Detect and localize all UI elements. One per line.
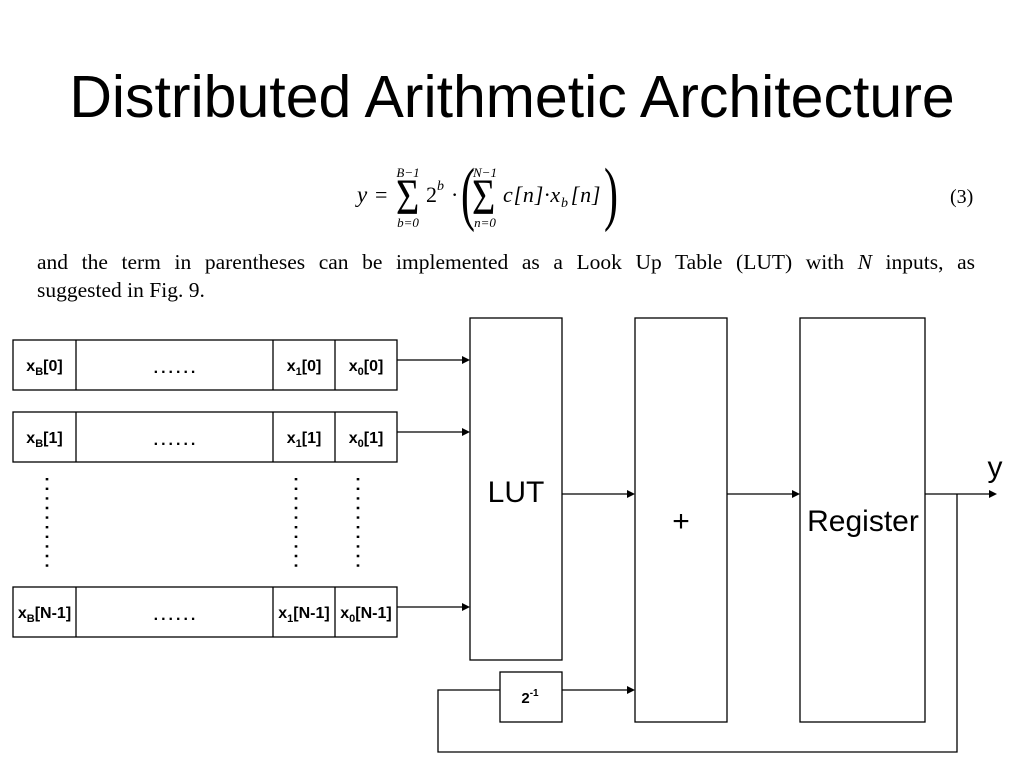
shift-base: 2 bbox=[521, 690, 529, 707]
msb-bit-label: xB[N-1] bbox=[18, 605, 71, 625]
input-register-row: xB[N-1] ...... x1[N-1] x0[N-1] bbox=[12, 586, 470, 638]
paragraph-line-2: suggested in Fig. 9. bbox=[37, 278, 205, 302]
register-box bbox=[799, 317, 926, 723]
register-label: Register bbox=[807, 505, 919, 538]
body-paragraph: and the term in parentheses can be imple… bbox=[37, 248, 975, 304]
outer-sum-upper-limit: B−1 bbox=[396, 165, 419, 180]
input-register-row: xB[1] ...... x1[1] x0[1] bbox=[12, 411, 470, 463]
summand-index: [n] bbox=[571, 182, 602, 207]
bit-index: [N-1] bbox=[355, 605, 391, 622]
bit-subscript: 1 bbox=[296, 366, 302, 378]
bit1-label: x1[1] bbox=[287, 430, 322, 450]
adder-box bbox=[634, 317, 728, 723]
bit0-label: x0[N-1] bbox=[340, 605, 391, 625]
arrowhead bbox=[462, 356, 470, 364]
bit-base: x bbox=[26, 430, 35, 447]
shift-exponent: -1 bbox=[530, 688, 539, 699]
power-exponent: b bbox=[437, 179, 444, 194]
close-parenthesis: ) bbox=[604, 154, 618, 233]
paragraph-line-1: and the term in parentheses can be imple… bbox=[37, 248, 975, 276]
bit-base: x bbox=[287, 430, 296, 447]
middle-bits-ellipsis: ...... bbox=[154, 432, 199, 449]
bit-index: [0] bbox=[43, 358, 63, 375]
middle-bits-ellipsis: ...... bbox=[154, 360, 199, 377]
register-row-outline bbox=[12, 586, 398, 638]
middle-bits-ellipsis: ...... bbox=[154, 607, 199, 624]
feedback-line bbox=[437, 494, 958, 753]
shift-block: 2-1 bbox=[499, 671, 563, 723]
summand-subscript: b bbox=[561, 196, 569, 211]
adder-block: + bbox=[634, 317, 728, 723]
bit-subscript: 1 bbox=[296, 438, 302, 450]
lut-block: LUT bbox=[469, 317, 563, 661]
bit0-label: x0[1] bbox=[349, 430, 384, 450]
open-parenthesis: ( bbox=[461, 154, 475, 233]
bit-index: [0] bbox=[364, 358, 384, 375]
bit-subscript: B bbox=[27, 613, 35, 625]
outer-sum-symbol: Σ bbox=[396, 168, 419, 225]
bit-base: x bbox=[287, 358, 296, 375]
lut-box bbox=[469, 317, 563, 661]
shift-label: 2-1 bbox=[521, 688, 539, 707]
bit-subscript: 0 bbox=[358, 366, 364, 378]
summand-coefficient: c[n]·x bbox=[503, 182, 561, 207]
bit-subscript: 1 bbox=[287, 613, 293, 625]
power-base: 2 bbox=[426, 182, 437, 207]
inner-sum-upper-limit: N−1 bbox=[472, 165, 497, 180]
equation-number: (3) bbox=[950, 186, 973, 208]
equation: y = Σ B−1 b=0 2 b · ( Σ N−1 n=0 c[n]·xb[… bbox=[355, 154, 973, 233]
msb-bit-label: xB[0] bbox=[26, 358, 62, 378]
msb-bit-label: xB[1] bbox=[26, 430, 62, 450]
paragraph-text-start: and the term in parentheses can be imple… bbox=[37, 250, 858, 274]
paragraph-variable-n: N bbox=[857, 250, 872, 274]
equals-sign: = bbox=[375, 182, 387, 207]
arrowhead bbox=[792, 490, 800, 498]
bit1-label: x1[0] bbox=[287, 358, 322, 378]
bit-base: x bbox=[26, 358, 35, 375]
arrowhead bbox=[627, 686, 635, 694]
inner-sum-lower-limit: n=0 bbox=[474, 215, 496, 230]
slide-title: Distributed Arithmetic Architecture bbox=[69, 64, 955, 130]
paragraph-text-end: inputs, as bbox=[871, 250, 976, 274]
bit-subscript: B bbox=[35, 438, 43, 450]
bit-base: x bbox=[340, 605, 349, 622]
lut-label: LUT bbox=[488, 476, 545, 509]
register-row-outline bbox=[12, 339, 398, 391]
bit-base: x bbox=[349, 430, 358, 447]
inner-sum-symbol: Σ bbox=[472, 168, 495, 225]
bit-base: x bbox=[278, 605, 287, 622]
output-label: y bbox=[988, 451, 1003, 484]
adder-label: + bbox=[672, 505, 690, 538]
input-register-row: xB[0] ...... x1[0] x0[0] bbox=[12, 339, 470, 391]
outer-sum-lower-limit: b=0 bbox=[397, 215, 419, 230]
bit-base: x bbox=[18, 605, 27, 622]
shift-box bbox=[499, 671, 563, 723]
bit-index: [1] bbox=[43, 430, 63, 447]
multiply-dot: · bbox=[451, 182, 458, 207]
summand-term: c[n]·xb[n] bbox=[503, 182, 601, 211]
arrowhead bbox=[462, 428, 470, 436]
bit-index: [N-1] bbox=[293, 605, 329, 622]
equation-lhs: y bbox=[355, 182, 368, 207]
register-block: Register bbox=[799, 317, 926, 723]
bit-subscript: 0 bbox=[349, 613, 355, 625]
arrowhead bbox=[627, 490, 635, 498]
bit1-label: x1[N-1] bbox=[278, 605, 329, 625]
arrowhead bbox=[462, 603, 470, 611]
bit-index: [1] bbox=[302, 430, 322, 447]
bit-index: [1] bbox=[364, 430, 384, 447]
arrowhead bbox=[989, 490, 997, 498]
bit0-label: x0[0] bbox=[349, 358, 384, 378]
bit-index: [0] bbox=[302, 358, 322, 375]
bit-index: [N-1] bbox=[35, 605, 71, 622]
register-row-outline bbox=[12, 411, 398, 463]
bit-subscript: 0 bbox=[358, 438, 364, 450]
bit-base: x bbox=[349, 358, 358, 375]
bit-subscript: B bbox=[35, 366, 43, 378]
